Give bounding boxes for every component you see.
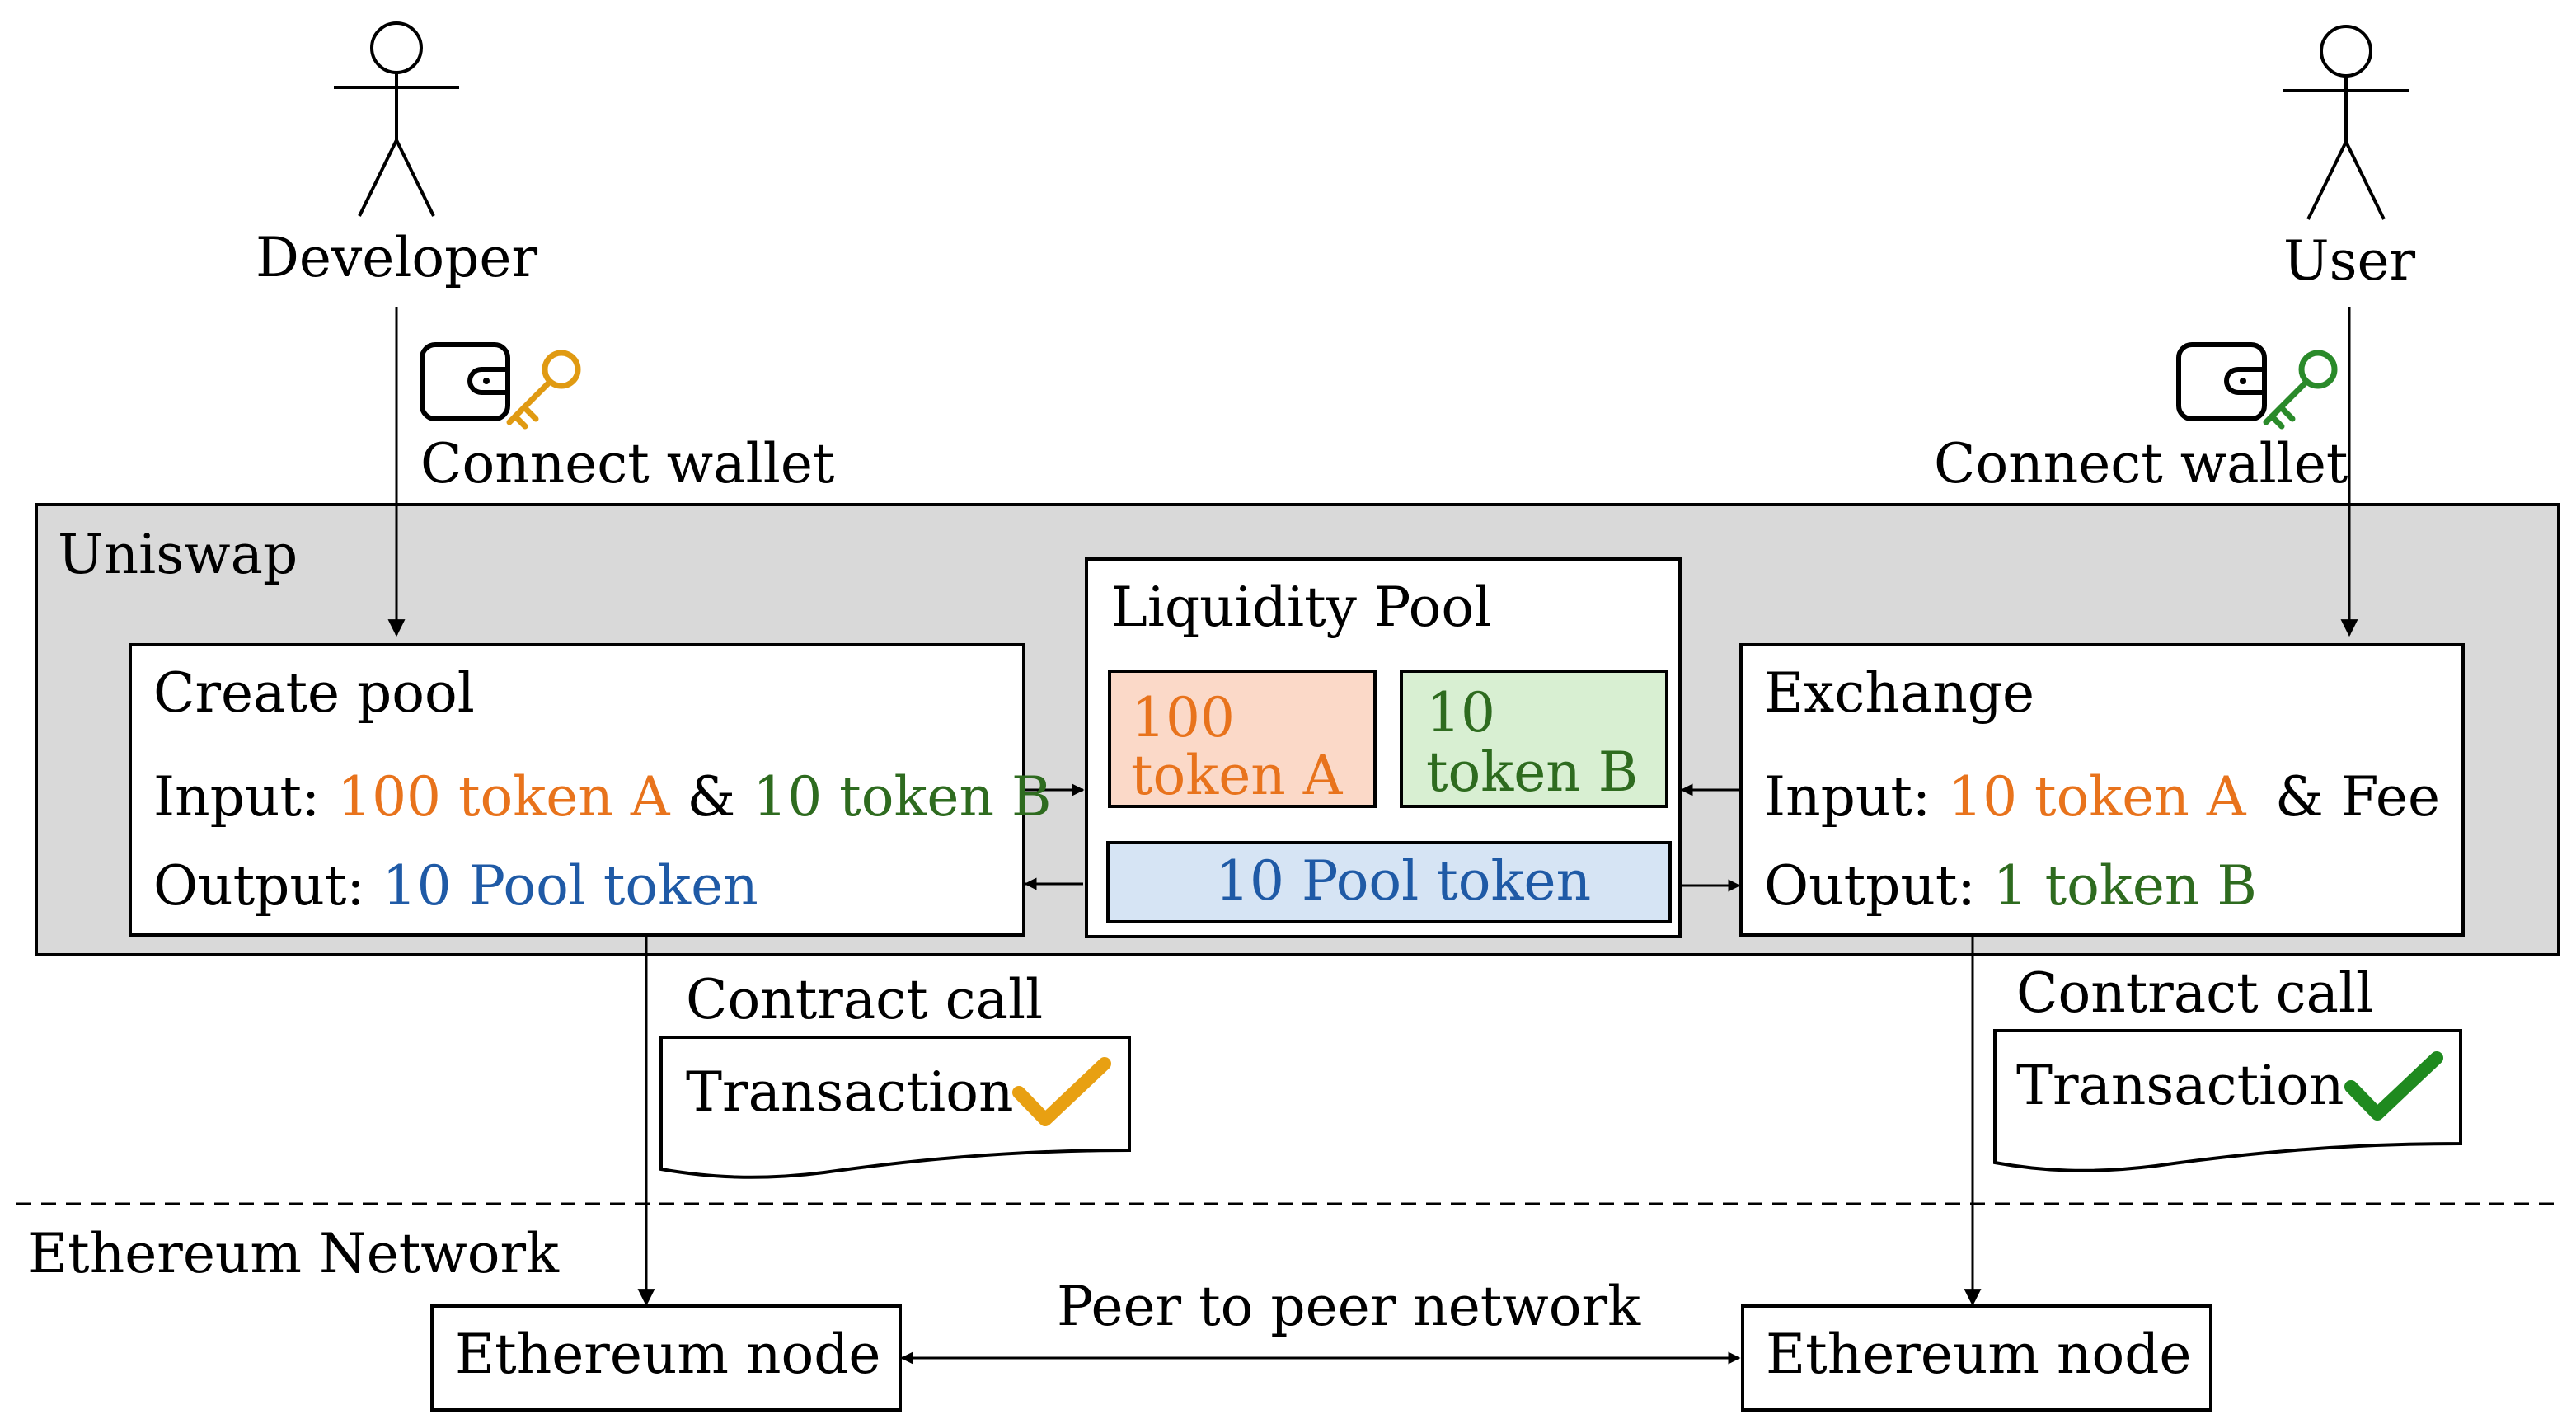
create-pool-input-token-b: 10 token B	[753, 765, 1052, 829]
exchange-input-prefix: Input:	[1764, 765, 1949, 829]
developer-wallet-icon	[420, 342, 510, 421]
token-b-label: token B	[1426, 740, 1639, 804]
create-pool-output-pool-token: 10 Pool token	[382, 854, 758, 918]
left-checkmark-icon	[1012, 1057, 1111, 1126]
create-pool-output-prefix: Output:	[153, 854, 382, 918]
right-transaction-label: Transaction	[2016, 1054, 2344, 1117]
right-transaction-document	[1993, 1029, 2462, 1172]
create-pool-title: Create pool	[153, 661, 475, 725]
exchange-box	[1739, 643, 2465, 937]
user-label: User	[2283, 229, 2416, 293]
exchange-output-prefix: Output:	[1764, 854, 1993, 918]
exchange-output-token-b: 1 token B	[1992, 854, 2257, 918]
user-stick-figure-icon	[2283, 25, 2409, 220]
token-a-amount: 100	[1131, 686, 1235, 749]
exchange-input-token-a: 10 token A	[1948, 765, 2246, 829]
create-pool-input-amp: &	[687, 765, 736, 829]
right-checkmark-icon	[2344, 1051, 2443, 1121]
token-a-label: token A	[1131, 744, 1343, 807]
create-pool-input-prefix: Input:	[153, 765, 338, 829]
ethereum-node-right-box	[1741, 1304, 2212, 1412]
token-b-amount: 10	[1426, 681, 1495, 745]
create-pool-box	[129, 643, 1025, 937]
left-contract-call-label: Contract call	[686, 968, 1044, 1031]
right-contract-call-label: Contract call	[2016, 961, 2374, 1025]
developer-stick-figure-icon	[334, 21, 459, 217]
ethereum-node-left-box	[430, 1304, 902, 1412]
p2p-label: Peer to peer network	[1057, 1275, 1641, 1338]
exchange-output-line: Output: 1 token B	[1764, 859, 2257, 914]
liquidity-pool-title: Liquidity Pool	[1111, 576, 1492, 639]
create-pool-input-token-a: 100 token A	[337, 765, 670, 829]
create-pool-output-line: Output: 10 Pool token	[153, 859, 758, 914]
ethereum-network-title: Ethereum Network	[28, 1222, 560, 1285]
pool-token-box	[1106, 841, 1672, 923]
user-connect-wallet-label: Connect wallet	[1934, 432, 2348, 496]
developer-key-icon	[506, 350, 581, 430]
left-transaction-document	[659, 1036, 1131, 1179]
pool-token-label: 10 Pool token	[1215, 849, 1592, 913]
user-wallet-icon	[2176, 342, 2267, 421]
user-key-icon	[2263, 350, 2338, 430]
ethereum-node-right-label: Ethereum node	[1766, 1323, 2192, 1386]
uniswap-title: Uniswap	[58, 523, 298, 586]
token-b-box	[1400, 670, 1668, 808]
ethereum-node-left-label: Ethereum node	[455, 1323, 881, 1386]
create-pool-input-line: Input: 100 token A & 10 token B	[153, 770, 1051, 825]
token-a-box	[1108, 670, 1377, 808]
developer-connect-wallet-label: Connect wallet	[420, 432, 835, 496]
exchange-title: Exchange	[1764, 661, 2035, 725]
developer-label: Developer	[256, 226, 538, 289]
left-transaction-label: Transaction	[686, 1060, 1014, 1124]
exchange-input-line: Input: 10 token A	[1764, 770, 2246, 825]
exchange-input-fee: & Fee	[2275, 765, 2441, 829]
